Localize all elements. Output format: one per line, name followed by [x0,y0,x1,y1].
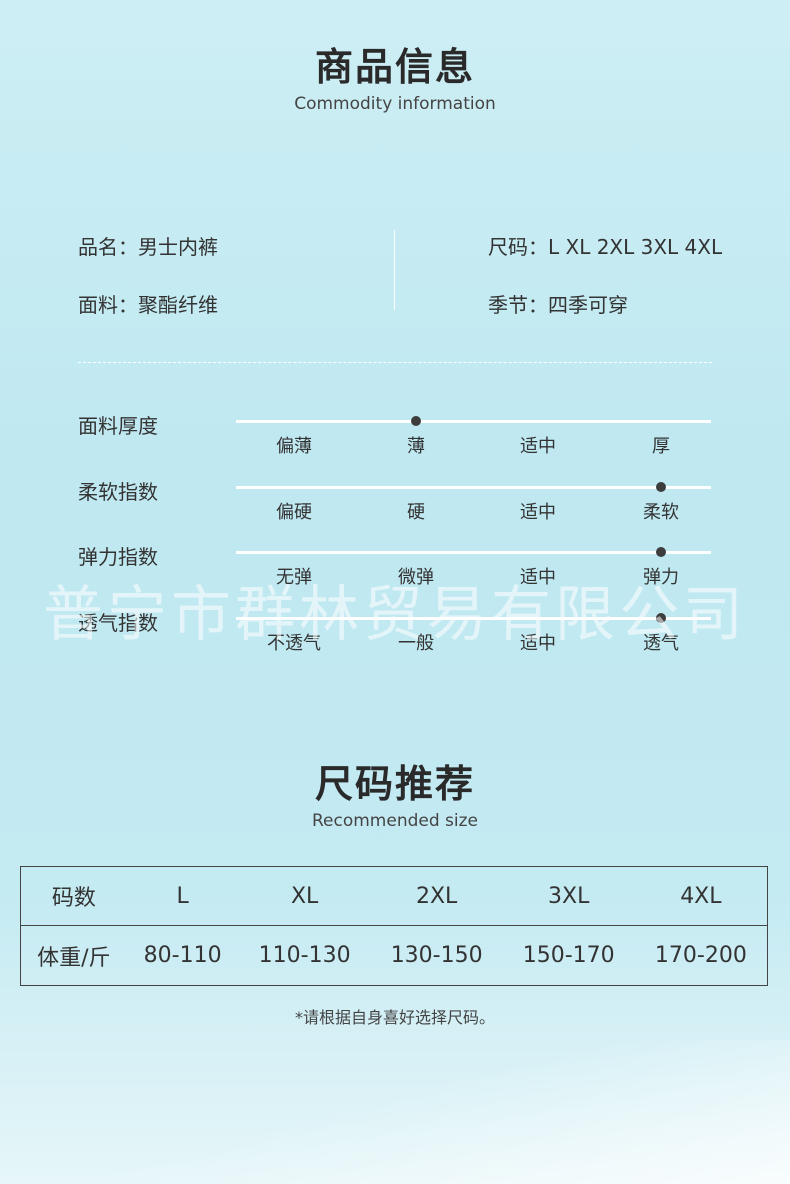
rating-label-breathability: 透气指数 [78,611,158,635]
size-table: 码数 L XL 2XL 3XL 4XL 体重/斤 80-110 110-130 … [20,866,768,986]
size-table-cell: 3XL [502,866,635,926]
info-divider [394,230,395,310]
rating-marker-thickness [411,416,421,426]
rating-option: 弹力 [643,567,679,588]
product-name: 品名：男士内裤 [78,235,218,259]
size-table-cell: 80-110 [143,943,222,968]
size-table-cell: 4XL [634,866,768,926]
rating-option: 无弹 [276,567,312,588]
rating-track-softness [236,486,711,489]
product-season: 季节：四季可穿 [488,293,628,317]
rating-track-thickness [236,420,711,423]
size-table-cell: L [126,866,239,926]
size-table-cell: 体重/斤 [37,945,111,971]
product-size: 尺码：L XL 2XL 3XL 4XL [488,235,723,259]
rating-option: 透气 [643,633,679,654]
rating-option: 微弹 [398,567,434,588]
size-note: *请根据自身喜好选择尺码。 [294,1008,495,1027]
rating-label-elasticity: 弹力指数 [78,545,158,569]
rating-track-breathability [236,617,711,620]
size-table-header-row: 码数 L XL 2XL 3XL 4XL [20,866,768,926]
rating-marker-elasticity [656,547,666,557]
rating-option: 适中 [520,633,556,654]
background-highlight [0,1040,790,1184]
rating-track-elasticity [236,551,711,554]
size-table-cell: 2XL [370,866,503,926]
rating-label-softness: 柔软指数 [78,480,158,504]
company-watermark: 普宁市群林贸易有限公司 [43,580,747,650]
dashed-divider [78,362,712,363]
rating-option: 一般 [398,633,434,654]
size-table-weight-row: 体重/斤 80-110 110-130 130-150 150-170 170-… [21,926,768,986]
size-table-cell: 150-170 [522,943,615,968]
rating-option: 适中 [520,436,556,457]
rating-option: 柔软 [643,502,679,523]
size-table-cell: XL [238,866,371,926]
commodity-info-title: 商品信息 [314,45,475,89]
size-recommend-title: 尺码推荐 [314,762,475,806]
rating-label-thickness: 面料厚度 [78,414,158,438]
rating-option: 适中 [520,502,556,523]
rating-option: 硬 [407,502,425,523]
size-recommend-subtitle: Recommended size [311,811,478,831]
size-table-cell: 110-130 [258,943,351,968]
rating-marker-breathability [656,613,666,623]
size-table-cell: 码数 [20,866,127,926]
rating-option: 厚 [652,436,670,457]
rating-option: 偏薄 [276,436,312,457]
rating-option: 偏硬 [276,502,312,523]
rating-option: 薄 [407,436,425,457]
size-table-cell: 130-150 [390,943,483,968]
rating-marker-softness [656,482,666,492]
rating-option: 适中 [520,567,556,588]
rating-option: 不透气 [267,633,321,654]
commodity-info-subtitle: Commodity information [294,94,496,114]
size-table-cell: 170-200 [654,943,747,968]
product-fabric: 面料：聚酯纤维 [78,293,218,317]
